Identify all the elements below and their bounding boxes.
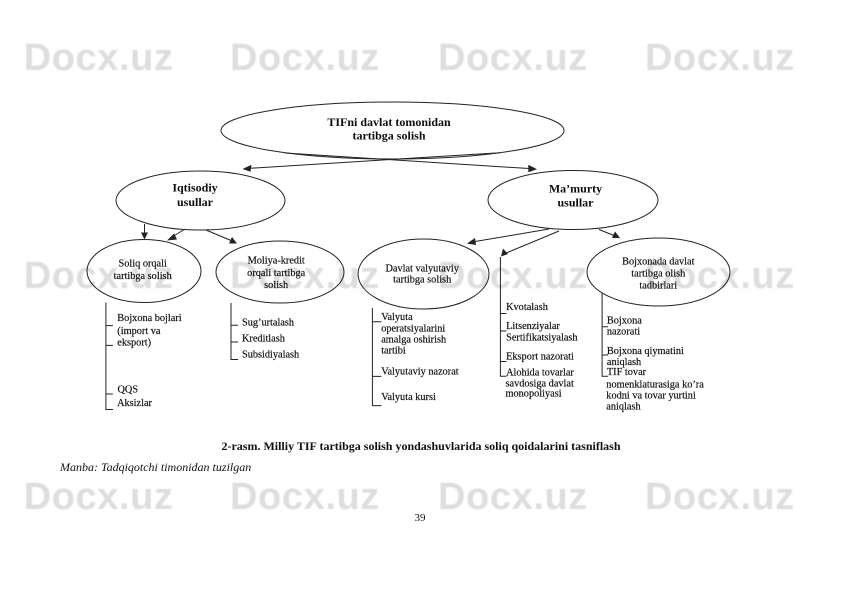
svg-text:usullar: usullar [557, 195, 594, 209]
svg-text:Valyuta kursi: Valyuta kursi [381, 392, 436, 403]
svg-text:tadbirlari: tadbirlari [639, 280, 677, 291]
svg-text:(import va: (import va [117, 326, 161, 337]
svg-text:Moliya-kredit: Moliya-kredit [248, 256, 305, 267]
svg-text:solish: solish [264, 280, 289, 291]
svg-text:Docx.uz: Docx.uz [230, 476, 380, 518]
svg-text:monopoliyasi: monopoliyasi [506, 389, 562, 400]
svg-text:Eksport nazorati: Eksport nazorati [506, 352, 574, 363]
svg-text:Docx.uz: Docx.uz [438, 476, 588, 518]
svg-text:Bojxona qiymatini: Bojxona qiymatini [607, 346, 684, 357]
svg-text:Subsidiyalash: Subsidiyalash [242, 350, 300, 361]
svg-text:tartibga solish: tartibga solish [114, 271, 173, 282]
svg-text:tartibga solish: tartibga solish [352, 129, 425, 143]
svg-text:Bojxonada davlat: Bojxonada davlat [622, 257, 694, 268]
svg-text:savdosiga davlat: savdosiga davlat [506, 379, 574, 390]
svg-text:operatsiyalarini: operatsiyalarini [381, 324, 445, 335]
svg-text:usullar: usullar [177, 195, 214, 209]
svg-text:Docx.uz: Docx.uz [230, 37, 380, 79]
svg-text:Bojxona bojlari: Bojxona bojlari [117, 313, 181, 324]
svg-text:nomenklaturasiga ko’ra: nomenklaturasiga ko’ra [606, 379, 704, 390]
svg-text:eksport): eksport) [117, 337, 151, 348]
svg-text:tartibi: tartibi [381, 346, 406, 357]
svg-text:Kvotalash: Kvotalash [506, 302, 549, 313]
svg-text:Aksizlar: Aksizlar [117, 398, 152, 409]
svg-text:Sug’urtalash: Sug’urtalash [242, 318, 295, 329]
svg-text:Valyuta: Valyuta [381, 312, 413, 323]
svg-text:Soliq orqali: Soliq orqali [119, 259, 167, 270]
svg-text:2-rasm. Milliy TIF tartibga so: 2-rasm. Milliy TIF tartibga solish yonda… [221, 439, 620, 453]
svg-text:tartibga olish: tartibga olish [631, 269, 686, 280]
svg-text:Alohida tovarlar: Alohida tovarlar [506, 367, 574, 378]
svg-text:aniqlash: aniqlash [607, 357, 642, 368]
svg-text:39: 39 [415, 512, 427, 524]
svg-text:Docx.uz: Docx.uz [645, 37, 795, 79]
svg-text:Valyutaviy nazorat: Valyutaviy nazorat [381, 367, 459, 378]
svg-text:Manba: Tadqiqotchi timonidan t: Manba: Tadqiqotchi timonidan tuzilgan [59, 460, 251, 474]
svg-text:Bojxona: Bojxona [607, 316, 642, 327]
svg-text:Ma’murty: Ma’murty [549, 182, 602, 196]
svg-text:Litsenziyalar: Litsenziyalar [506, 321, 560, 332]
svg-text:Docx.uz: Docx.uz [230, 255, 380, 297]
svg-text:QQS: QQS [118, 384, 139, 395]
svg-text:Sertifikatsiyalash: Sertifikatsiyalash [506, 332, 578, 343]
svg-text:TIF tovar: TIF tovar [607, 367, 647, 378]
svg-text:aniqlash: aniqlash [606, 401, 641, 412]
svg-text:Docx.uz: Docx.uz [438, 37, 588, 79]
svg-text:nazorati: nazorati [607, 327, 640, 338]
svg-text:orqali tartibga: orqali tartibga [247, 268, 305, 279]
svg-text:Davlat valyutaviy: Davlat valyutaviy [385, 263, 459, 274]
svg-text:tartibga solish: tartibga solish [393, 275, 452, 286]
svg-text:Docx.uz: Docx.uz [24, 37, 174, 79]
svg-text:TIFni davlat tomonidan: TIFni davlat tomonidan [327, 115, 451, 129]
svg-text:Kreditlash: Kreditlash [242, 334, 286, 345]
svg-text:amalga oshirish: amalga oshirish [381, 335, 447, 346]
svg-text:kodni va tovar yurtini: kodni va tovar yurtini [606, 390, 696, 401]
svg-text:Iqtisodiy: Iqtisodiy [172, 181, 217, 195]
svg-text:Docx.uz: Docx.uz [438, 255, 588, 297]
svg-text:Docx.uz: Docx.uz [24, 476, 174, 518]
svg-text:Docx.uz: Docx.uz [645, 476, 795, 518]
